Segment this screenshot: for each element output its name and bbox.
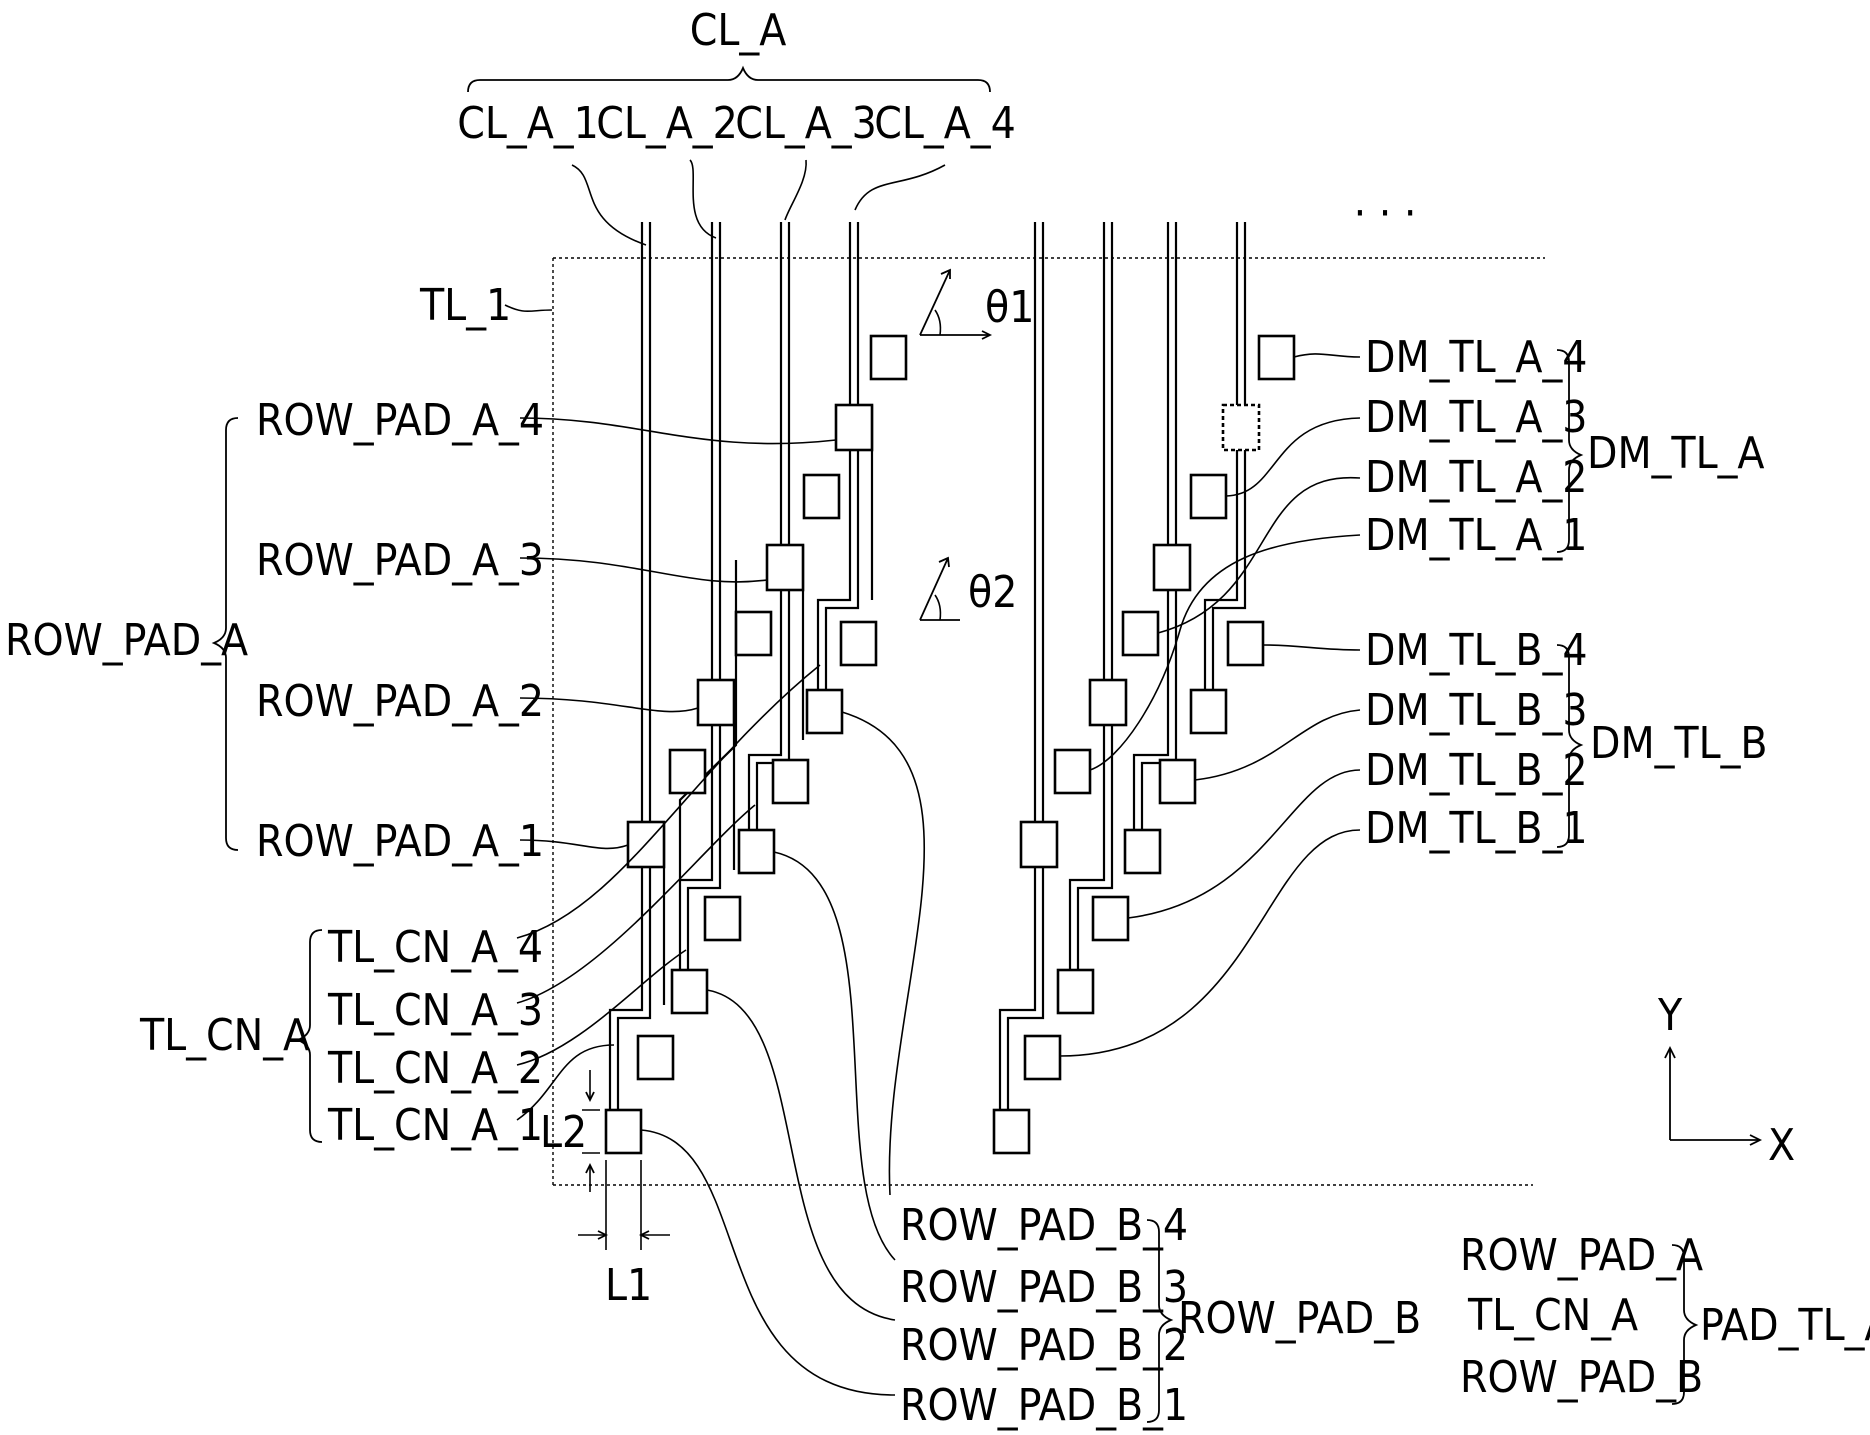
dm-tl-b-group-label: DM_TL_B: [1590, 718, 1768, 769]
row-pad-a-2: [698, 680, 734, 725]
tl-cn-a-group-label: TL_CN_A: [139, 1010, 310, 1061]
l2-label: L2: [540, 1107, 587, 1158]
row-pad-b-1: [606, 1110, 641, 1153]
x-axis-label: X: [1768, 1120, 1795, 1171]
row-pad-b-4-label: ROW_PAD_B_4: [900, 1200, 1188, 1251]
l1-label: L1: [605, 1260, 652, 1311]
legend-row-pad-b: ROW_PAD_B: [1460, 1352, 1703, 1403]
row-pad: [1191, 690, 1226, 733]
cl-a-group-label: CL_A: [690, 5, 787, 56]
tl-cn-a-2-label: TL_CN_A_2: [327, 1043, 543, 1094]
cl-a-2-label: CL_A_2: [596, 98, 738, 149]
row-pad: [1125, 830, 1160, 873]
cl-a-3-label: CL_A_3: [735, 98, 877, 149]
dm-tl-b-3-pad: [1160, 760, 1195, 803]
dummy-pad: [773, 760, 808, 803]
dummy-pad: [841, 622, 876, 665]
tl-1-leader: [505, 305, 552, 311]
row-pad-b-group-label: ROW_PAD_B: [1178, 1293, 1421, 1344]
row-pad-b-3-label: ROW_PAD_B_3: [900, 1262, 1188, 1313]
row-pad-a-4: [836, 405, 872, 450]
routing-lines-right: [1000, 450, 1245, 1110]
cl-a-1-label: CL_A_1: [457, 98, 599, 149]
row-pad-b-leaders: [641, 712, 924, 1395]
tl-1-label: TL_1: [419, 280, 511, 331]
dm-tl-b-4-pad: [1228, 622, 1263, 665]
tl-cn-a-1-label: TL_CN_A_1: [327, 1100, 543, 1151]
dummy-pad: [670, 750, 705, 793]
dm-tl-a-1-pad: [1055, 750, 1090, 793]
row-pad-b-2-label: ROW_PAD_B_2: [900, 1320, 1188, 1371]
cl-a-leaders: [572, 160, 945, 245]
row-pad: [1090, 680, 1126, 725]
xy-axes: [1665, 1048, 1760, 1145]
dummy-pad: [705, 897, 740, 940]
row-pad-a-group-label: ROW_PAD_A: [5, 615, 248, 666]
dm-tl-b-2-label: DM_TL_B_2: [1365, 745, 1588, 796]
tl-cn-a-4-label: TL_CN_A_4: [327, 922, 543, 973]
dm-tl-a-2-pad: [1123, 612, 1158, 655]
row-pad-a-2-label: ROW_PAD_A_2: [256, 676, 544, 727]
row-pad: [1021, 822, 1057, 867]
dummy-pad: [638, 1036, 673, 1079]
dummy-pad: [804, 475, 839, 518]
dummy-pad: [736, 612, 771, 655]
row-pad-b-2: [672, 970, 707, 1013]
dm-tl-b-4-label: DM_TL_B_4: [1365, 625, 1588, 676]
row-pad: [994, 1110, 1029, 1153]
row-pad: [1058, 970, 1093, 1013]
theta2-label: θ2: [968, 567, 1017, 618]
tl-cn-a-3-label: TL_CN_A_3: [327, 985, 543, 1036]
dm-tl-a-1-label: DM_TL_A_1: [1365, 510, 1587, 561]
l1-dimension: [578, 1160, 670, 1250]
row-pad: [1154, 545, 1190, 590]
row-pad-a-1-label: ROW_PAD_A_1: [256, 816, 544, 867]
theta1-label: θ1: [985, 282, 1034, 333]
y-axis-label: Y: [1657, 990, 1683, 1041]
row-pad-b-4: [807, 690, 842, 733]
dm-tl-b-3-label: DM_TL_B_3: [1365, 685, 1588, 736]
row-pad-b-1-label: ROW_PAD_B_1: [900, 1380, 1188, 1431]
theta1-arrow: [920, 270, 990, 339]
dm-tl-b-1-pad: [1025, 1036, 1060, 1079]
dm-tl-b-2-pad: [1093, 897, 1128, 940]
row-pad-a-3-label: ROW_PAD_A_3: [256, 535, 544, 586]
row-pad-a-4-label: ROW_PAD_A_4: [256, 395, 544, 446]
cl-a-brace: [468, 68, 990, 92]
row-pad-b-3: [739, 830, 774, 873]
ellipsis: · · ·: [1354, 188, 1417, 239]
dm-tl-a-2-label: DM_TL_A_2: [1365, 452, 1587, 503]
theta2-arrow: [920, 558, 960, 620]
row-pad-a-3: [767, 545, 803, 590]
dm-tl-a-3-label: DM_TL_A_3: [1365, 392, 1587, 443]
dm-tl-a-4-label: DM_TL_A_4: [1365, 332, 1587, 383]
dm-tl-a-3-pad: [1191, 475, 1226, 518]
row-pad: [1223, 405, 1259, 450]
dm-tl-b-1-label: DM_TL_B_1: [1365, 803, 1588, 854]
dummy-pad: [871, 336, 906, 379]
dm-tl-a-4-pad: [1259, 336, 1294, 379]
cl-a-4-label: CL_A_4: [874, 98, 1016, 149]
dm-tl-a-group-label: DM_TL_A: [1587, 428, 1765, 479]
legend-tl-cn-a: TL_CN_A: [1467, 1290, 1638, 1341]
pad-tl-a-group-label: PAD_TL_A: [1700, 1300, 1870, 1351]
legend-row-pad-a: ROW_PAD_A: [1460, 1230, 1703, 1281]
